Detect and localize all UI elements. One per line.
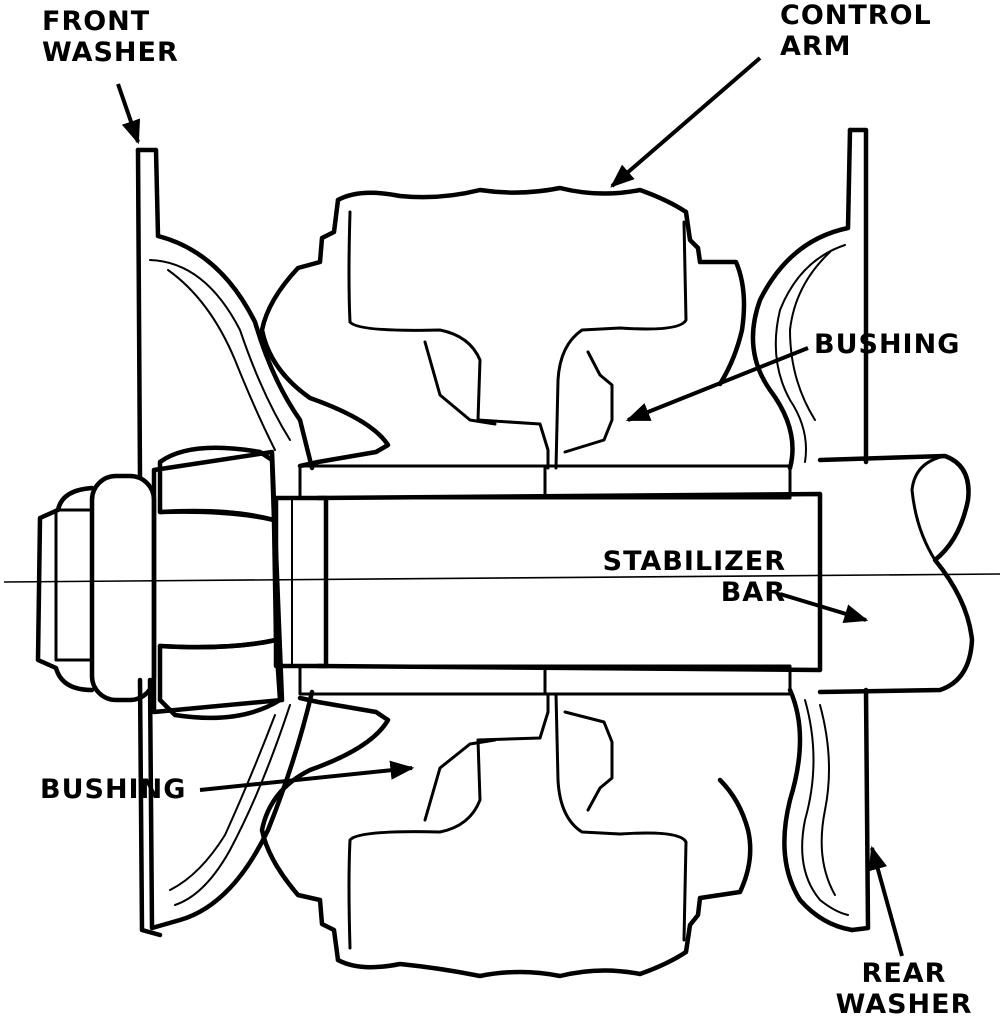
bushing-lower-arrow [199, 760, 415, 792]
bushing-upper-label-text: BUSHING [814, 329, 961, 360]
stabilizer-bar-label: STABILIZER BAR [560, 546, 786, 608]
front-washer-arrow [116, 83, 141, 145]
leader-arrows [116, 56, 904, 957]
rear-washer-label: REAR WASHER [826, 958, 982, 1020]
bushing-lower-label: BUSHING [40, 774, 186, 805]
bushing-upper-arrow [625, 346, 809, 422]
control-arm-upper [259, 185, 747, 470]
rear-washer-arrow [868, 845, 904, 957]
stabilizer-bar-shape [315, 453, 975, 695]
front-washer-label: FRONT WASHER [42, 6, 179, 68]
control-arm-label: CONTROL ARM [780, 0, 932, 62]
rear-washer-label-line2: WASHER [835, 989, 973, 1020]
stabilizer-bar-label-line2: BAR [720, 577, 786, 608]
bushing-lower-label-text: BUSHING [40, 774, 187, 805]
rear-washer-label-line1: REAR [861, 958, 947, 989]
stabilizer-bar-arrow [779, 592, 869, 623]
control-arm-arrow [610, 56, 762, 188]
front-washer-shape [135, 147, 315, 938]
rear-washer-shape [750, 127, 871, 933]
control-arm-lower [259, 692, 753, 979]
control-arm-label-line2: ARM [780, 31, 852, 62]
control-arm-label-line1: CONTROL [780, 0, 932, 31]
stabilizer-bar-label-line1: STABILIZER [602, 546, 786, 577]
front-washer-label-line1: FRONT [42, 6, 151, 37]
nut-and-bolt [35, 445, 329, 721]
bushing-upper-label: BUSHING [814, 329, 960, 360]
center-line [3, 573, 1001, 583]
front-washer-label-line2: WASHER [42, 37, 179, 68]
